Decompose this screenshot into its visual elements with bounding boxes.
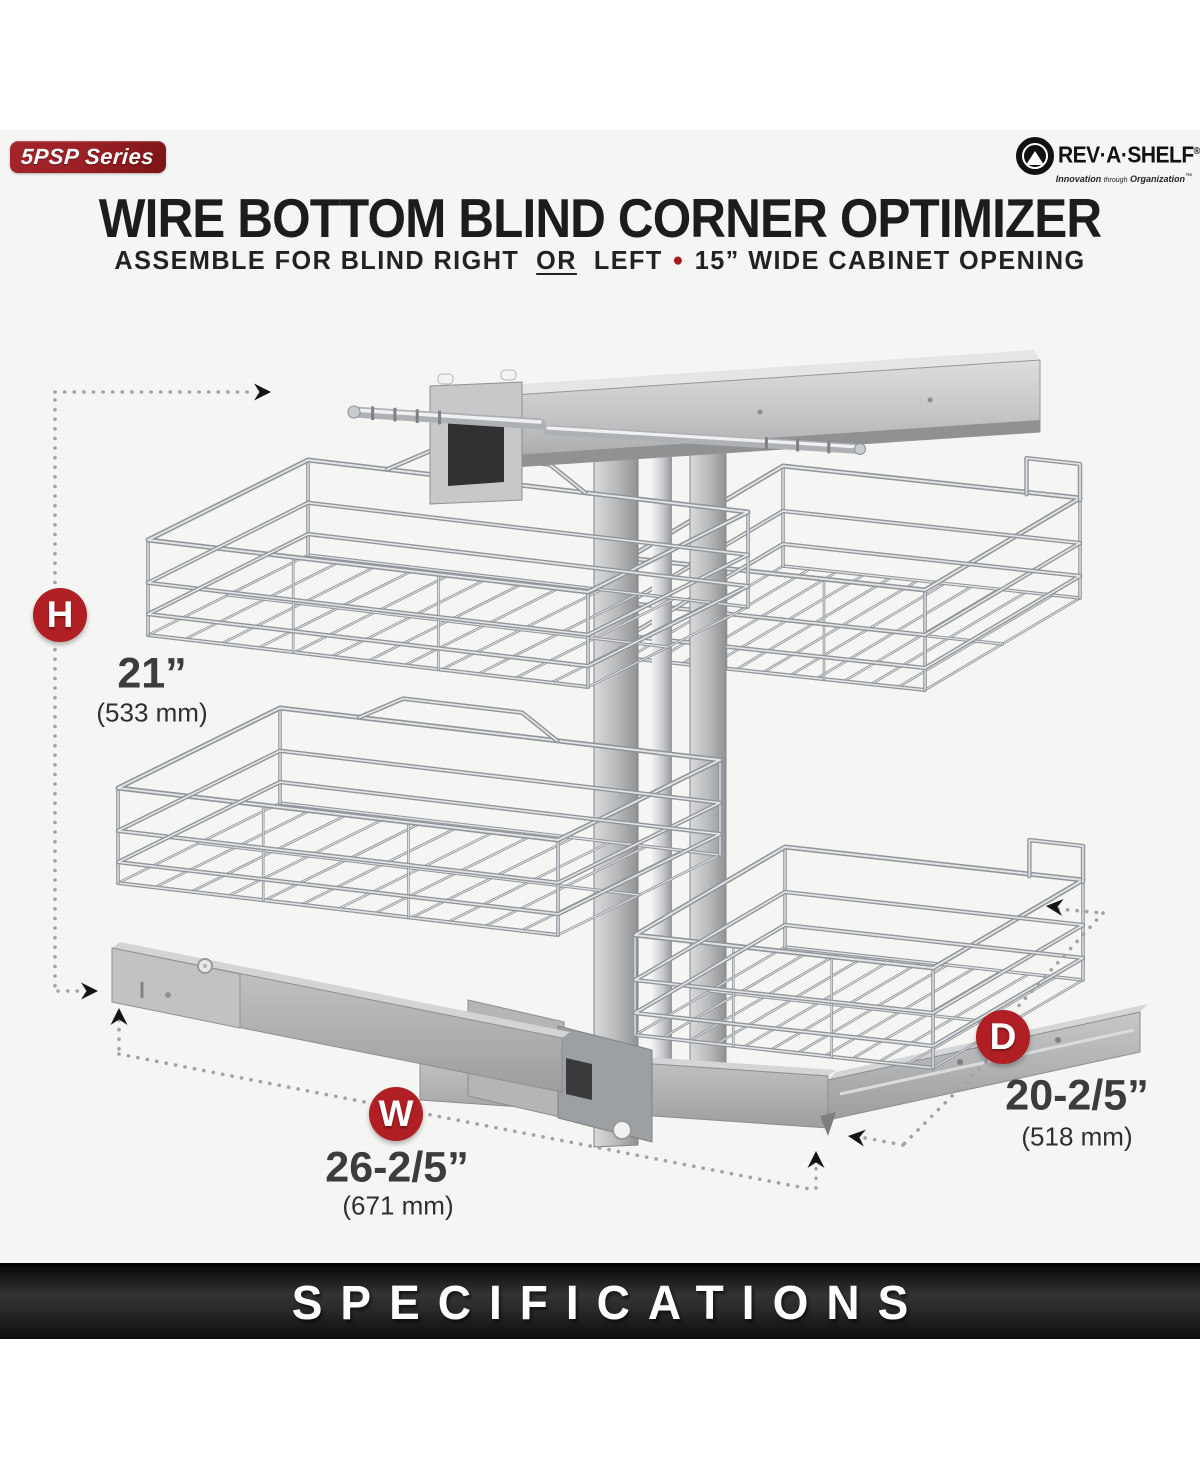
specifications-banner: SPECIFICATIONS [0,1263,1200,1339]
width-dimension-metric: (671 mm) [342,1190,454,1221]
width-dimension-value: 26-2/5” [325,1143,469,1192]
series-badge: 5PSP Series [10,141,166,173]
subtitle-mid: LEFT [593,245,663,275]
page-title: WIRE BOTTOM BLIND CORNER OPTIMIZER [98,187,1102,249]
registered-mark: ® [1193,144,1200,156]
width-dimension-marker: W [369,1087,423,1141]
depth-dimension-value: 20-2/5” [1005,1071,1149,1120]
depth-dimension-metric: (518 mm) [1021,1121,1133,1152]
page-subtitle: ASSEMBLE FOR BLIND RIGHT OR LEFT ● 15” WID… [18,245,1182,276]
brand-name: REV·A·SHELF® [1058,142,1200,169]
subtitle-post: 15” WIDE CABINET OPENING [694,245,1086,275]
subtitle-pre: ASSEMBLE FOR BLIND RIGHT [114,245,520,275]
brand-logo: REV·A·SHELF® Innovation through Organiza… [1016,137,1200,184]
brand-tagline: Innovation through Organization™ [1055,173,1192,184]
depth-dimension-marker: D [976,1010,1030,1064]
subtitle-or: OR [536,245,577,275]
subtitle-bullet-icon: ● [672,250,686,271]
height-dimension-marker: H [33,588,87,642]
height-dimension-value: 21” [117,649,187,698]
specifications-banner-label: SPECIFICATIONS [291,1274,927,1330]
series-badge-label: 5PSP Series [20,144,156,169]
brand-logo-icon [1016,137,1054,175]
height-dimension-metric: (533 mm) [96,697,208,728]
